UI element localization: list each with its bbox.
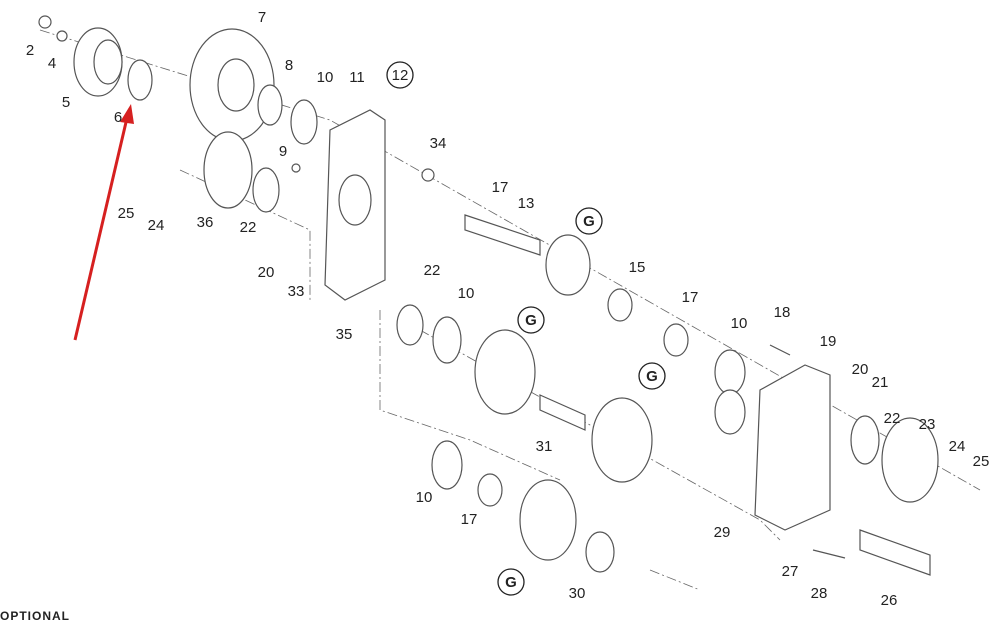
- part-label-17: 17: [461, 511, 478, 528]
- part-shaft-26: [859, 529, 931, 576]
- part-label-22: 22: [424, 262, 441, 279]
- circled-label-G: G: [497, 568, 525, 596]
- part-label-29: 29: [714, 524, 731, 541]
- part-label-35: 35: [336, 326, 353, 343]
- parts: [38, 15, 939, 576]
- circled-label-12: 12: [386, 61, 414, 89]
- part-label-11: 11: [349, 69, 365, 86]
- circled-labels: 12G G G G: [386, 61, 666, 596]
- part-washer: [56, 30, 68, 42]
- circled-label-G: G: [517, 306, 545, 334]
- part-label-20: 20: [852, 361, 869, 378]
- part-seal: [127, 59, 153, 101]
- part-label-7: 7: [258, 9, 266, 26]
- part-label-23: 23: [919, 416, 936, 433]
- part-label-24: 24: [949, 438, 966, 455]
- part-label-30: 30: [569, 585, 586, 602]
- part-label-34: 34: [430, 135, 447, 152]
- svg-text:G: G: [505, 574, 517, 591]
- part-labels: 24 5 6 7 8 10 11 9 34 25 24 36 22 20 33 17 13 15 22 10 17 35 1…: [26, 9, 990, 609]
- part-label-36: 36: [197, 214, 214, 231]
- svg-text:G: G: [525, 312, 537, 329]
- part-label-25: 25: [973, 453, 990, 470]
- part-label-27: 27: [782, 563, 799, 580]
- part-ring-22b: [850, 415, 880, 465]
- part-label-19: 19: [820, 333, 837, 350]
- part-label-24: 24: [148, 217, 165, 234]
- svg-text:G: G: [583, 213, 595, 230]
- circled-label-G: G: [575, 207, 603, 235]
- part-label-31: 31: [536, 438, 553, 455]
- part-ring-22: [252, 167, 280, 213]
- part-label-10: 10: [416, 489, 433, 506]
- circled-label-G: G: [638, 362, 666, 390]
- part-label-10: 10: [458, 285, 475, 302]
- part-bushing-17: [663, 323, 689, 357]
- part-label-2: 2: [26, 42, 34, 59]
- svg-text:G: G: [646, 368, 658, 385]
- part-gasket-36: [203, 131, 253, 209]
- center-lines: [39, 29, 981, 591]
- part-housing-19: [754, 364, 831, 531]
- part-shaft-13: [464, 214, 541, 256]
- part-label-22: 22: [240, 219, 257, 236]
- part-label-17: 17: [492, 179, 509, 196]
- part-label-17: 17: [682, 289, 699, 306]
- part-label-9: 9: [279, 143, 287, 160]
- red-arrow-icon: [73, 104, 134, 341]
- part-bushing-15: [607, 288, 633, 322]
- svg-text:12: 12: [392, 67, 409, 84]
- part-label-10: 10: [731, 315, 748, 332]
- part-label-25: 25: [118, 205, 135, 222]
- part-label-22: 22: [884, 410, 901, 427]
- part-bearing: [290, 99, 318, 145]
- part-label-26: 26: [881, 592, 898, 609]
- optional-legend: OPTIONAL: [0, 609, 70, 623]
- part-label-5: 5: [62, 94, 70, 111]
- part-label-8: 8: [285, 57, 293, 74]
- part-label-18: 18: [774, 304, 791, 321]
- part-gear-g1: [545, 234, 591, 296]
- part-label-33: 33: [288, 283, 305, 300]
- part-cover-23: [881, 417, 939, 503]
- part-label-13: 13: [518, 195, 535, 212]
- part-nut: [38, 15, 52, 29]
- part-seal-8: [257, 84, 283, 126]
- part-gear-g4: [519, 479, 577, 561]
- part-label-28: 28: [811, 585, 828, 602]
- part-label-21: 21: [872, 374, 889, 391]
- part-label-6: 6: [114, 109, 122, 126]
- part-label-4: 4: [48, 55, 56, 72]
- part-gear-g3: [591, 397, 653, 483]
- part-gear-g2: [474, 329, 536, 415]
- part-shaft-31: [539, 394, 586, 431]
- part-label-10: 10: [317, 69, 334, 86]
- part-label-20: 20: [258, 264, 275, 281]
- part-label-15: 15: [629, 259, 646, 276]
